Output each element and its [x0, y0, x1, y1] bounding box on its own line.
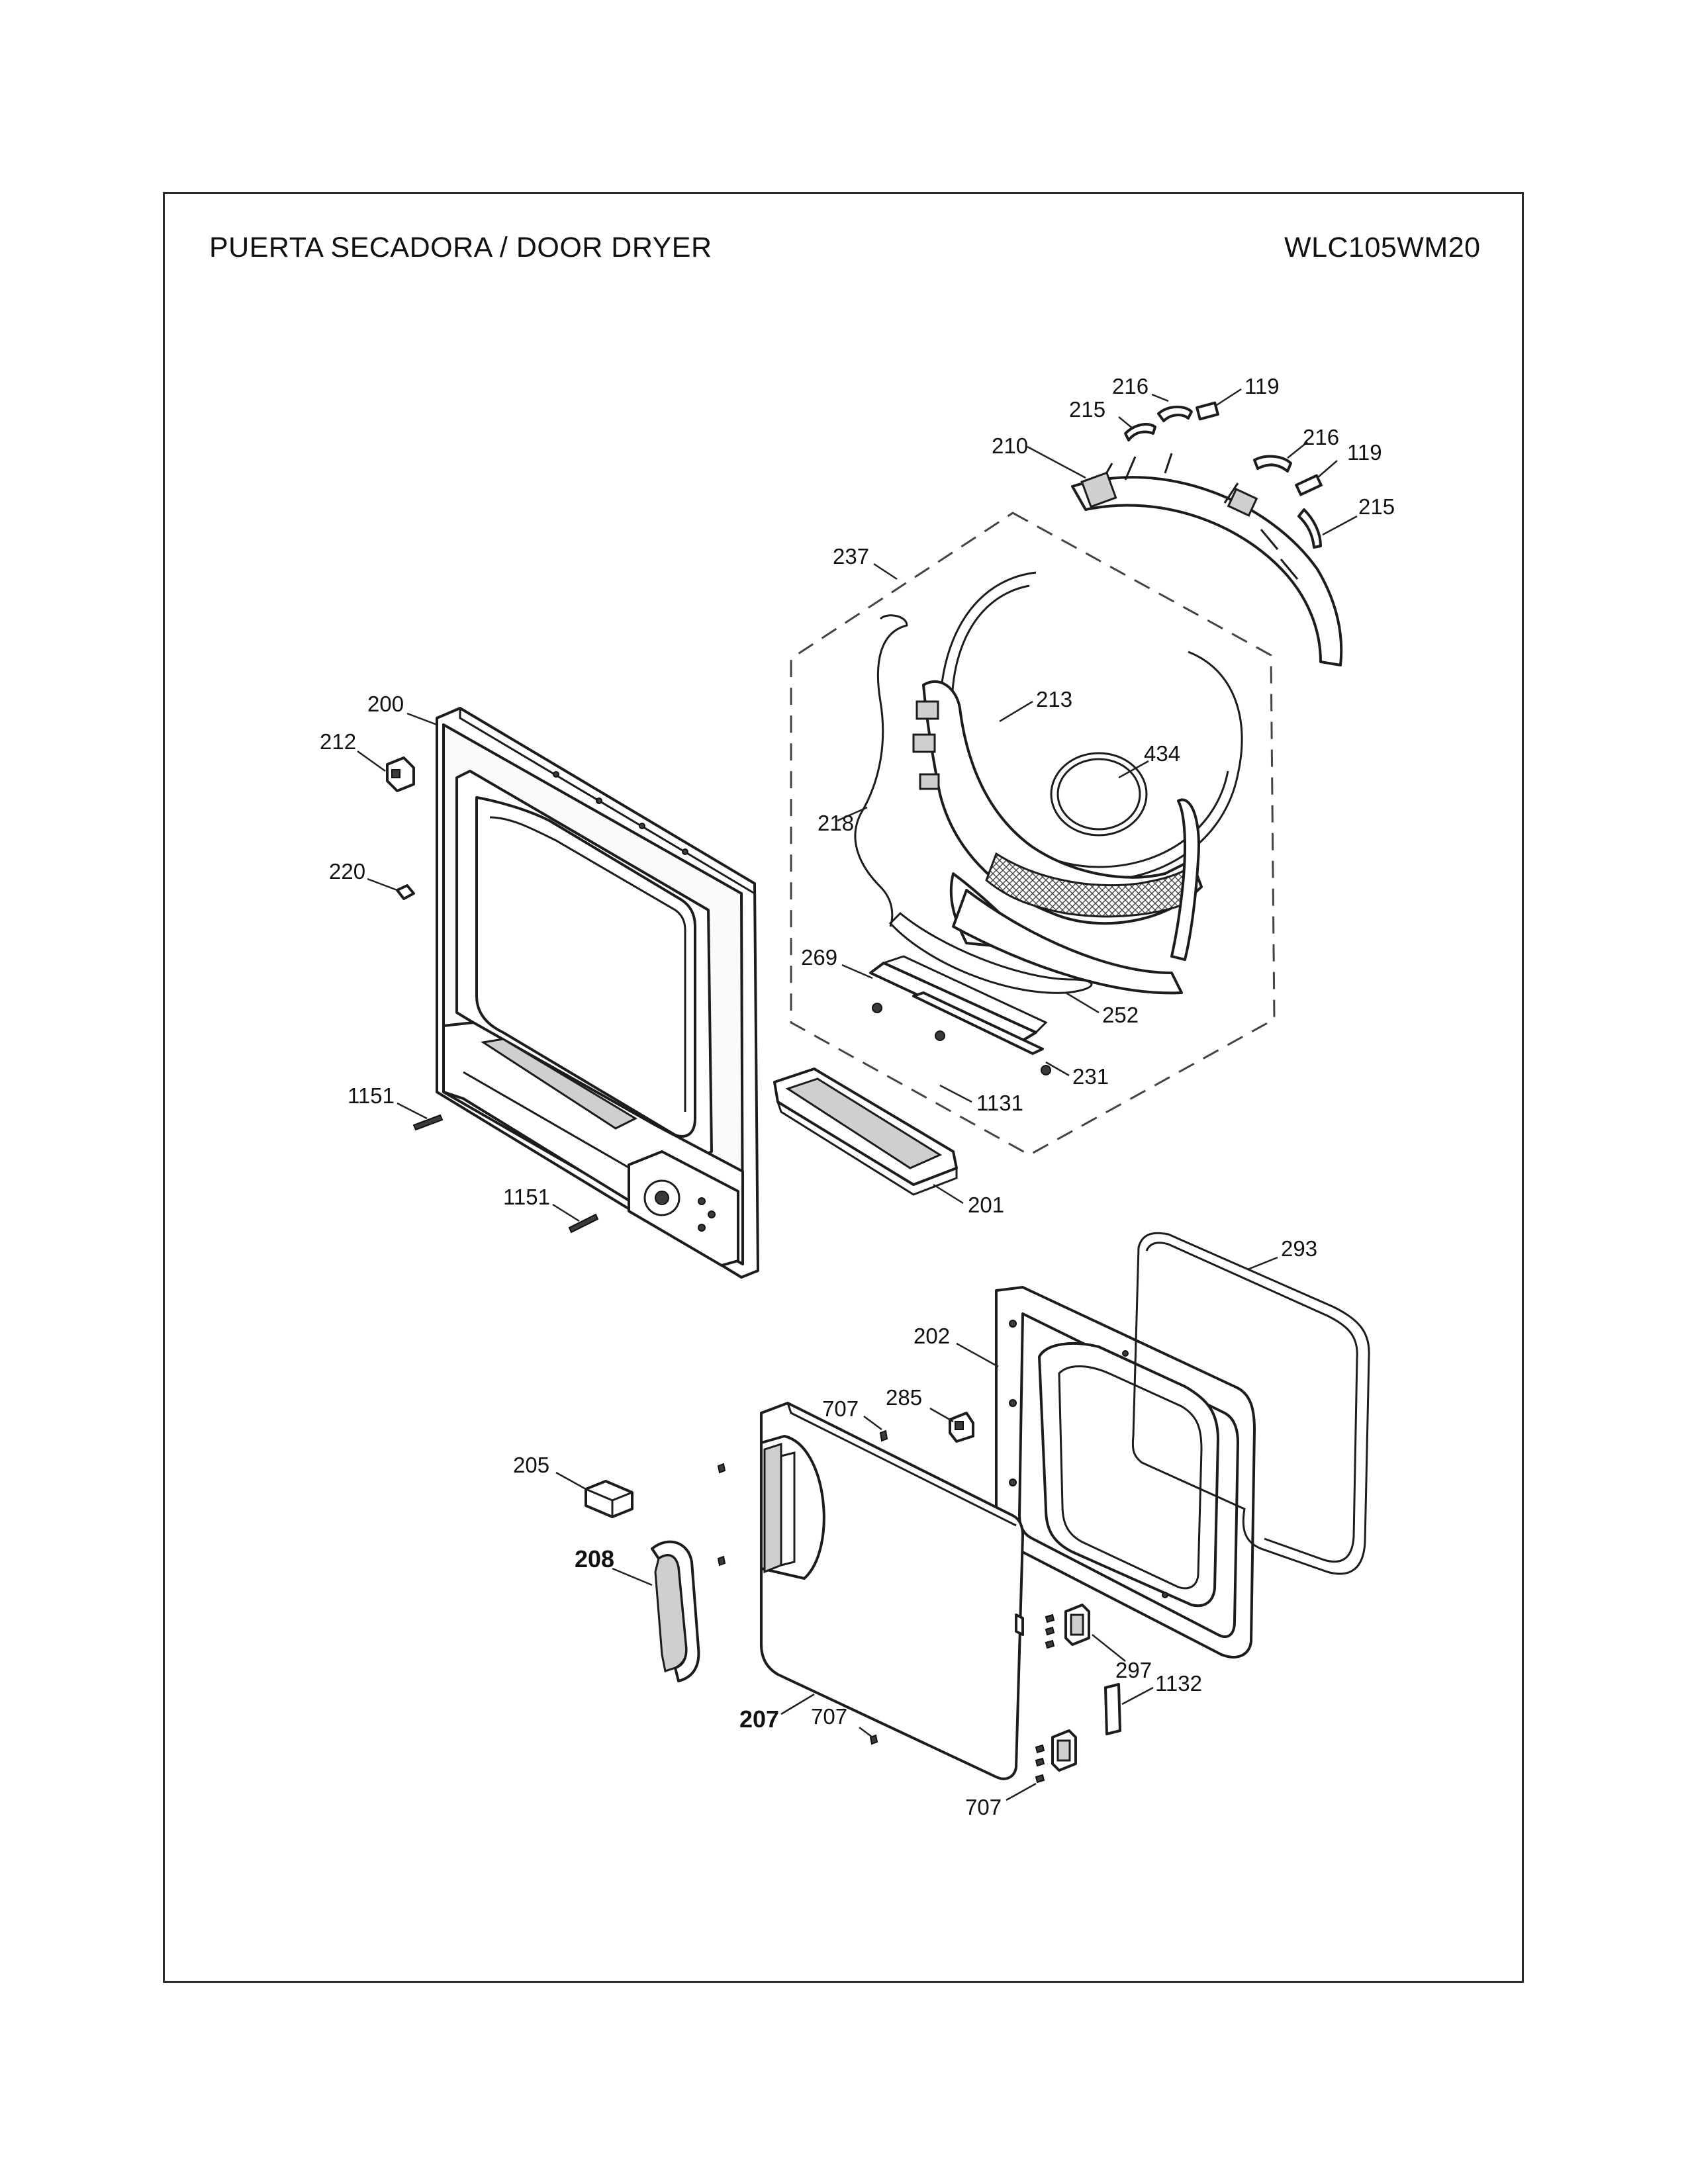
- part-212-door-switch: [386, 756, 415, 792]
- screw-707-lower-c: [1035, 1774, 1045, 1784]
- callout-707: 707: [822, 1396, 859, 1421]
- screw-1151-b: [568, 1213, 599, 1234]
- callout-218: 218: [818, 811, 854, 835]
- callout-237: 237: [833, 544, 869, 569]
- callout-285: 285: [886, 1385, 922, 1410]
- callout-707: 707: [965, 1795, 1002, 1819]
- part-297-hinge: [1064, 1604, 1090, 1646]
- screw-1131-a: [872, 1003, 882, 1013]
- callout-212: 212: [320, 729, 356, 754]
- part-207-outer-door: [760, 1402, 1077, 1780]
- screw-707-hinge-c: [1045, 1639, 1055, 1649]
- callout-220: 220: [329, 859, 365, 884]
- part-119-pad-right: [1295, 474, 1323, 496]
- screw-707-top: [879, 1430, 888, 1442]
- screw-1131-b: [935, 1030, 945, 1041]
- screw-707-lower-a: [1035, 1744, 1045, 1754]
- callout-1131: 1131: [976, 1091, 1023, 1115]
- part-201-lint-filter: [773, 1068, 958, 1196]
- callout-216: 216: [1112, 374, 1149, 398]
- part-231-strip: [912, 991, 1044, 1055]
- part-215-clip-right: [1297, 508, 1322, 549]
- callout-297: 297: [1115, 1658, 1152, 1682]
- callout-210: 210: [992, 433, 1028, 458]
- callout-200: 200: [367, 692, 404, 716]
- callout-208: 208: [575, 1545, 614, 1572]
- callout-1151: 1151: [348, 1083, 395, 1108]
- part-202-inner-door: [995, 1286, 1256, 1659]
- model-number: WLC105WM20: [1284, 232, 1481, 263]
- screw-1151-a: [412, 1114, 444, 1131]
- screw-707-hinge-b: [1045, 1626, 1055, 1636]
- callout-215: 215: [1358, 494, 1395, 519]
- screw-707-lower-b: [1035, 1757, 1045, 1767]
- part-293-door-seal: [1131, 1232, 1370, 1575]
- screw-707-left-a: [717, 1463, 726, 1474]
- part-200-front-panel: [436, 707, 759, 1279]
- callout-215: 215: [1069, 397, 1105, 422]
- callout-119: 119: [1347, 440, 1382, 465]
- part-210-upper-duct: [1071, 453, 1343, 666]
- part-220-clip: [396, 884, 415, 900]
- callout-231: 231: [1072, 1064, 1109, 1089]
- callout-252: 252: [1102, 1003, 1139, 1027]
- callout-labels: 216 215 119 210 216 119 215 237 213 434 …: [320, 374, 1395, 1819]
- screw-707-left-b: [717, 1555, 726, 1567]
- callout-216: 216: [1303, 425, 1339, 449]
- callout-293: 293: [1281, 1236, 1317, 1261]
- part-285-door-catch: [949, 1412, 974, 1443]
- part-434-felt-ring: [1050, 752, 1148, 837]
- callout-207: 207: [739, 1706, 779, 1733]
- part-218-wire: [854, 614, 908, 927]
- part-216-clip-right: [1253, 455, 1292, 473]
- part-216-clip-top: [1157, 405, 1193, 422]
- callout-269: 269: [801, 945, 837, 970]
- diagram-title: PUERTA SECADORA / DOOR DRYER: [209, 232, 712, 263]
- callout-1151: 1151: [503, 1185, 550, 1209]
- screw-707-hinge-a: [1045, 1614, 1055, 1623]
- bulkhead-assembly: [912, 680, 1203, 995]
- screw-1131-c: [1041, 1065, 1051, 1075]
- part-1132-shim: [1104, 1683, 1121, 1735]
- part-293-door-seal-inner: [1145, 1242, 1358, 1563]
- part-119-pad-top: [1196, 401, 1219, 421]
- callout-1132: 1132: [1155, 1671, 1202, 1696]
- part-252-seal: [888, 911, 1093, 994]
- leader-lines: [357, 388, 1358, 1801]
- callout-434: 434: [1144, 741, 1180, 766]
- part-208-door-handle: [651, 1540, 700, 1682]
- callout-202: 202: [914, 1324, 950, 1348]
- callout-707: 707: [811, 1704, 847, 1729]
- part-205-block: [585, 1480, 633, 1518]
- callout-213: 213: [1036, 687, 1072, 711]
- diagram-border: [163, 192, 1524, 1983]
- callout-201: 201: [968, 1193, 1004, 1217]
- callout-205: 205: [513, 1453, 549, 1477]
- subassembly-237-boundary: [790, 512, 1276, 1156]
- callout-119: 119: [1244, 374, 1280, 398]
